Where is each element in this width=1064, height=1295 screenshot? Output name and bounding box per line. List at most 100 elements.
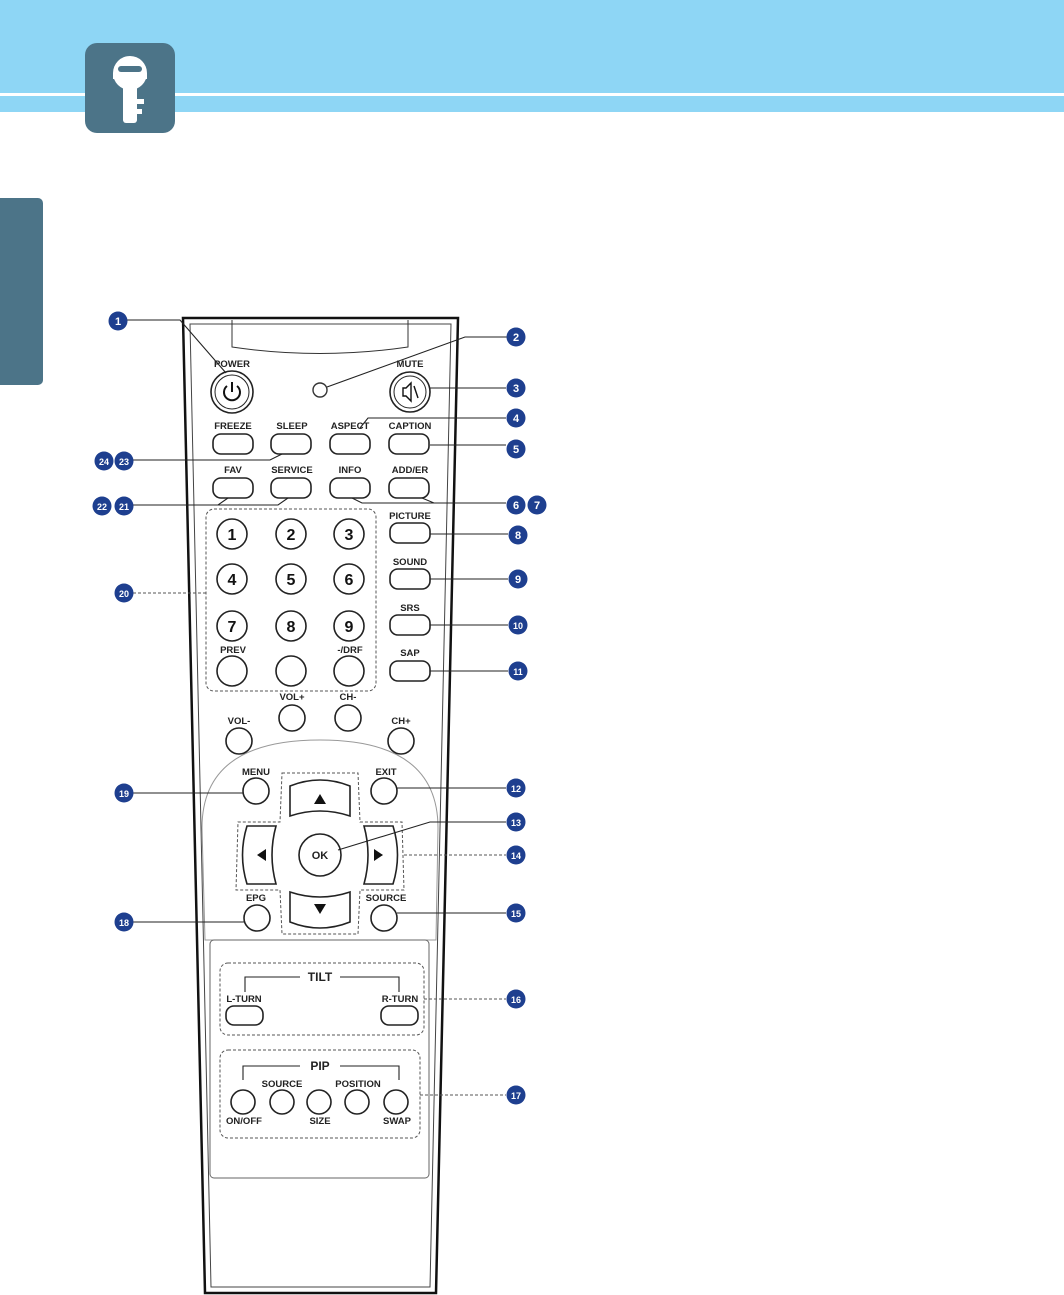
pip-size-button[interactable] xyxy=(307,1090,331,1114)
nav-source-button[interactable] xyxy=(371,905,397,931)
svg-text:17: 17 xyxy=(511,1091,521,1101)
svg-text:9: 9 xyxy=(515,574,521,586)
digit-1-label: 1 xyxy=(228,527,237,544)
svg-text:24: 24 xyxy=(99,457,109,467)
svg-text:1: 1 xyxy=(115,316,121,328)
l-turn-button[interactable] xyxy=(226,1006,263,1025)
pip-title: PIP xyxy=(310,1059,329,1073)
epg-button[interactable] xyxy=(244,905,270,931)
svg-text:19: 19 xyxy=(119,789,129,799)
info-label: INFO xyxy=(339,465,362,476)
indicator-led xyxy=(313,383,327,397)
callout-17: 17 xyxy=(507,1086,526,1105)
digit-4-label: 4 xyxy=(228,572,237,589)
svg-text:8: 8 xyxy=(515,530,521,542)
callout-7: 7 xyxy=(528,496,547,515)
callout-11: 11 xyxy=(509,662,528,681)
sound-label: SOUND xyxy=(393,557,427,568)
callout-1: 1 xyxy=(109,312,128,331)
callout-5: 5 xyxy=(507,440,526,459)
digit-6-label: 6 xyxy=(345,572,354,589)
callout-4: 4 xyxy=(507,409,526,428)
ch-plus-label: CH+ xyxy=(391,716,411,727)
picture-label: PICTURE xyxy=(389,511,431,522)
l-turn-label: L-TURN xyxy=(226,994,261,1005)
r-turn-label: R-TURN xyxy=(382,994,419,1005)
callout-16: 16 xyxy=(507,990,526,1009)
caption-button[interactable] xyxy=(389,434,429,454)
callout-3: 3 xyxy=(507,379,526,398)
vol-plus-label: VOL+ xyxy=(279,692,305,703)
svg-text:15: 15 xyxy=(511,909,521,919)
svg-text:6: 6 xyxy=(513,500,519,512)
sound-button[interactable] xyxy=(390,569,430,589)
svg-text:18: 18 xyxy=(119,918,129,928)
svg-text:23: 23 xyxy=(119,457,129,467)
fav-button[interactable] xyxy=(213,478,253,498)
drf-label: -/DRF xyxy=(337,645,363,656)
info-button[interactable] xyxy=(330,478,370,498)
service-button[interactable] xyxy=(271,478,311,498)
svg-text:21: 21 xyxy=(119,502,129,512)
svg-text:22: 22 xyxy=(97,502,107,512)
menu-button[interactable] xyxy=(243,778,269,804)
add-er-button[interactable] xyxy=(389,478,429,498)
pip-on-off-label: ON/OFF xyxy=(226,1116,262,1127)
sleep-button[interactable] xyxy=(271,434,311,454)
exit-button[interactable] xyxy=(371,778,397,804)
svg-text:3: 3 xyxy=(513,383,519,395)
adder-label: ADD/ER xyxy=(392,465,429,476)
callout-13: 13 xyxy=(507,813,526,832)
pip-source-label: SOURCE xyxy=(262,1079,303,1090)
service-label: SERVICE xyxy=(271,465,313,476)
callout-6: 6 xyxy=(507,496,526,515)
srs-button[interactable] xyxy=(390,615,430,635)
freeze-button[interactable] xyxy=(213,434,253,454)
pip-swap-button[interactable] xyxy=(384,1090,408,1114)
exit-label: EXIT xyxy=(375,767,396,778)
mute-button[interactable] xyxy=(390,372,430,412)
callout-20: 20 xyxy=(115,584,134,603)
drf-button[interactable] xyxy=(334,656,364,686)
digit-9-label: 9 xyxy=(345,619,354,636)
menu-label: MENU xyxy=(242,767,270,778)
prev-button[interactable] xyxy=(217,656,247,686)
pip-position-button[interactable] xyxy=(345,1090,369,1114)
vol-minus-label: VOL- xyxy=(228,716,251,727)
digit-8-label: 8 xyxy=(287,619,296,636)
pip-size-label: SIZE xyxy=(309,1116,330,1127)
srs-label: SRS xyxy=(400,603,420,614)
callout-14: 14 xyxy=(507,846,526,865)
callout-24: 24 xyxy=(95,452,114,471)
pip-on-off-button[interactable] xyxy=(231,1090,255,1114)
pip-position-label: POSITION xyxy=(335,1079,381,1090)
svg-text:5: 5 xyxy=(513,444,519,456)
callout-18: 18 xyxy=(115,913,134,932)
svg-text:13: 13 xyxy=(511,818,521,828)
tilt-title: TILT xyxy=(308,970,333,984)
prev-label: PREV xyxy=(220,645,247,656)
vol-minus-button[interactable] xyxy=(226,728,252,754)
callout-10: 10 xyxy=(509,616,528,635)
pip-swap-label: SWAP xyxy=(383,1116,412,1127)
pip-source-button[interactable] xyxy=(270,1090,294,1114)
sap-button[interactable] xyxy=(390,661,430,681)
r-turn-button[interactable] xyxy=(381,1006,418,1025)
callout-12: 12 xyxy=(507,779,526,798)
callout-19: 19 xyxy=(115,784,134,803)
ch-plus-button[interactable] xyxy=(388,728,414,754)
digit-0-button[interactable] xyxy=(276,656,306,686)
aspect-button[interactable] xyxy=(330,434,370,454)
nav-source-label: SOURCE xyxy=(366,893,407,904)
picture-button[interactable] xyxy=(390,523,430,543)
callout-8: 8 xyxy=(509,526,528,545)
callout-23: 23 xyxy=(115,452,134,471)
svg-text:16: 16 xyxy=(511,995,521,1005)
vol-plus-button[interactable] xyxy=(279,705,305,731)
caption-label: CAPTION xyxy=(389,421,432,432)
epg-label: EPG xyxy=(246,893,266,904)
callout-22: 22 xyxy=(93,497,112,516)
ch-minus-button[interactable] xyxy=(335,705,361,731)
callout-15: 15 xyxy=(507,904,526,923)
